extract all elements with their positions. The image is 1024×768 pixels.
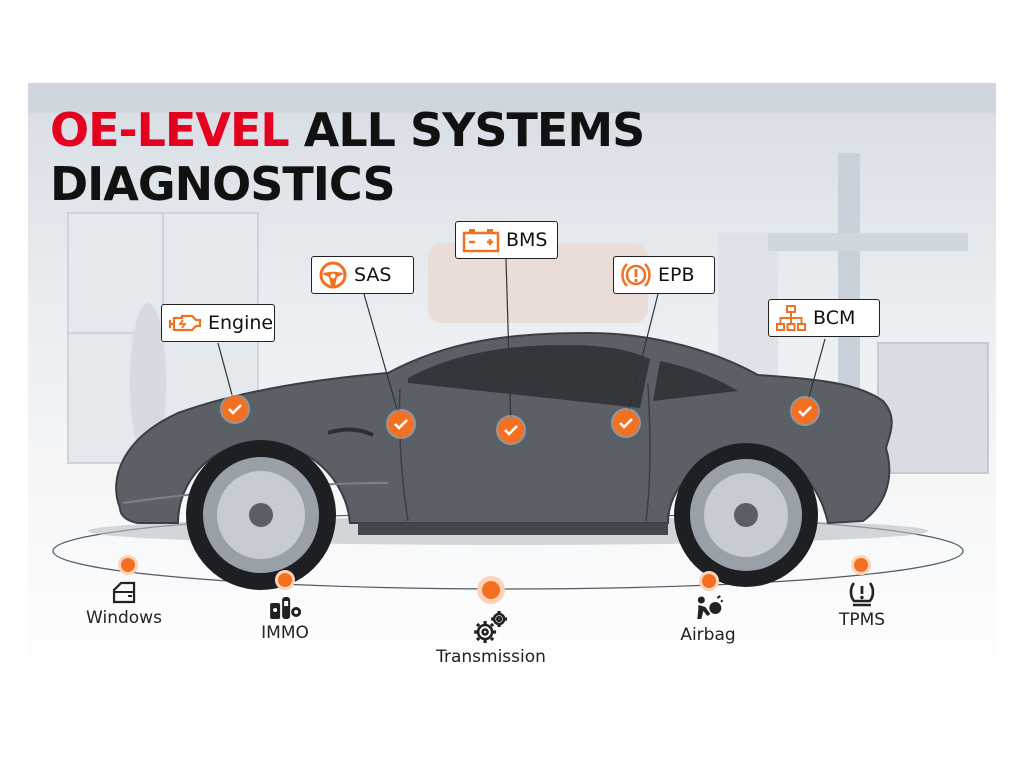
bottom-system-transmission: Transmission — [436, 609, 546, 667]
check-marker-bcm — [792, 398, 818, 424]
system-label-text: BMS — [506, 229, 548, 251]
rear-wheel — [186, 440, 336, 590]
checkmark-icon — [619, 418, 633, 429]
gears-icon — [473, 611, 507, 643]
bottom-system-label: Airbag — [680, 625, 736, 645]
battery-icon — [462, 229, 500, 253]
network-tree-icon — [776, 305, 806, 331]
system-label-bms: BMS — [455, 221, 558, 259]
check-marker-epb — [613, 410, 639, 436]
connector-lines — [217, 258, 826, 429]
diagnostics-banner: OE-LEVEL ALL SYSTEMS DIAGNOSTICS — [28, 83, 996, 693]
check-marker-bms — [498, 417, 524, 443]
title-line1-rest: ALL SYSTEMS — [288, 103, 646, 157]
airbag-icon — [697, 595, 723, 619]
ring-dot-airbag — [699, 571, 719, 591]
immobilizer-icon — [269, 597, 301, 619]
bottom-system-immo: IMMO — [261, 595, 309, 643]
ring-dot-windows — [118, 555, 138, 575]
check-marker-engine — [222, 396, 248, 422]
bottom-system-tpms: TPMS — [839, 580, 885, 630]
checkmark-icon — [394, 419, 408, 430]
bottom-system-label: IMMO — [261, 623, 309, 643]
check-marker-sas — [388, 411, 414, 437]
checkmark-icon — [228, 404, 242, 415]
title-highlight: OE-LEVEL — [50, 103, 290, 157]
bottom-system-label: Transmission — [436, 647, 546, 667]
bottom-system-label: TPMS — [838, 610, 886, 630]
bottom-system-label: Windows — [86, 608, 162, 628]
ring-dot-immo — [275, 570, 295, 590]
system-label-text: BCM — [813, 307, 856, 329]
car-window-icon — [112, 581, 136, 604]
checkmark-icon — [798, 406, 812, 417]
bottom-system-airbag: Airbag — [680, 595, 736, 645]
checkmark-icon — [504, 425, 518, 436]
system-label-sas: SAS — [311, 256, 414, 294]
ring-dot-transmission — [477, 576, 505, 604]
page-title: OE-LEVEL ALL SYSTEMS DIAGNOSTICS — [50, 103, 646, 211]
system-label-engine: Engine — [161, 304, 275, 342]
steering-wheel-icon — [319, 261, 347, 289]
system-label-text: EPB — [658, 264, 695, 286]
system-label-text: SAS — [354, 264, 392, 286]
system-label-epb: EPB — [613, 256, 715, 294]
parking-brake-icon — [621, 263, 651, 287]
system-label-text: Engine — [208, 312, 274, 334]
tire-pressure-icon — [849, 582, 875, 607]
engine-icon — [168, 314, 202, 332]
front-wheel — [674, 443, 818, 587]
bottom-system-windows: Windows — [86, 580, 162, 628]
system-label-bcm: BCM — [768, 299, 880, 337]
title-line2: DIAGNOSTICS — [50, 157, 396, 211]
ring-dot-tpms — [851, 555, 871, 575]
